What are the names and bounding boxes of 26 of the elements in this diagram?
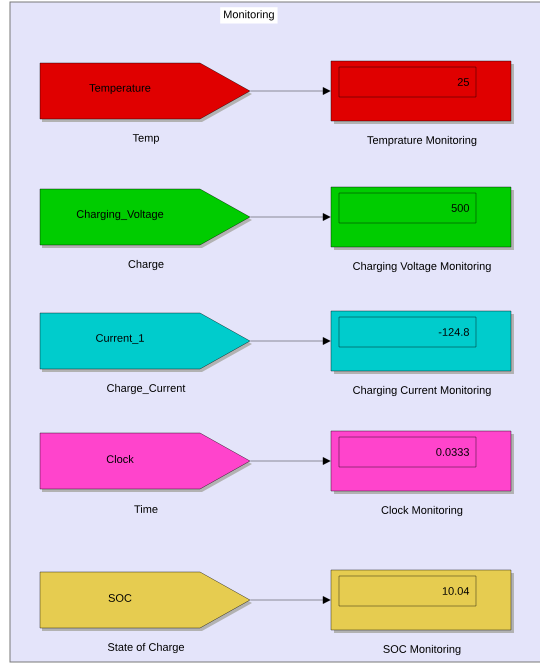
block-caption: Charge_Current: [107, 384, 186, 394]
block-caption: Charging Current Monitoring: [353, 386, 491, 396]
block-caption: Charge: [128, 260, 164, 270]
block-caption: SOC Monitoring: [383, 644, 460, 656]
title: Monitoring: [220, 7, 278, 24]
display-block: -124.8: [330, 310, 514, 374]
block-caption: Temprature Monitoring: [367, 136, 476, 146]
goto-tag-block: Charging_Voltage: [40, 188, 252, 248]
block-caption: State of Charge: [108, 642, 184, 654]
arrow: [250, 337, 331, 345]
display-block: 10.04: [330, 570, 514, 633]
display-block: 25: [330, 60, 514, 124]
display-block: 500: [330, 186, 514, 250]
arrow: [250, 213, 331, 221]
goto-tag-block: Current_1: [40, 312, 252, 372]
block-caption: Clock Monitoring: [382, 506, 462, 516]
arrow: [250, 87, 331, 95]
block-caption: Temp: [132, 134, 159, 144]
arrow: [250, 596, 331, 604]
display-block: 0.0333: [330, 430, 514, 494]
goto-tag-block: Clock: [40, 432, 252, 492]
goto-tag-block: Temperature: [40, 62, 252, 122]
block-caption: Time: [134, 504, 158, 514]
arrow: [250, 457, 331, 465]
block-caption: Charging Voltage Monitoring: [353, 262, 491, 272]
goto-tag-block: SOC: [40, 572, 252, 631]
